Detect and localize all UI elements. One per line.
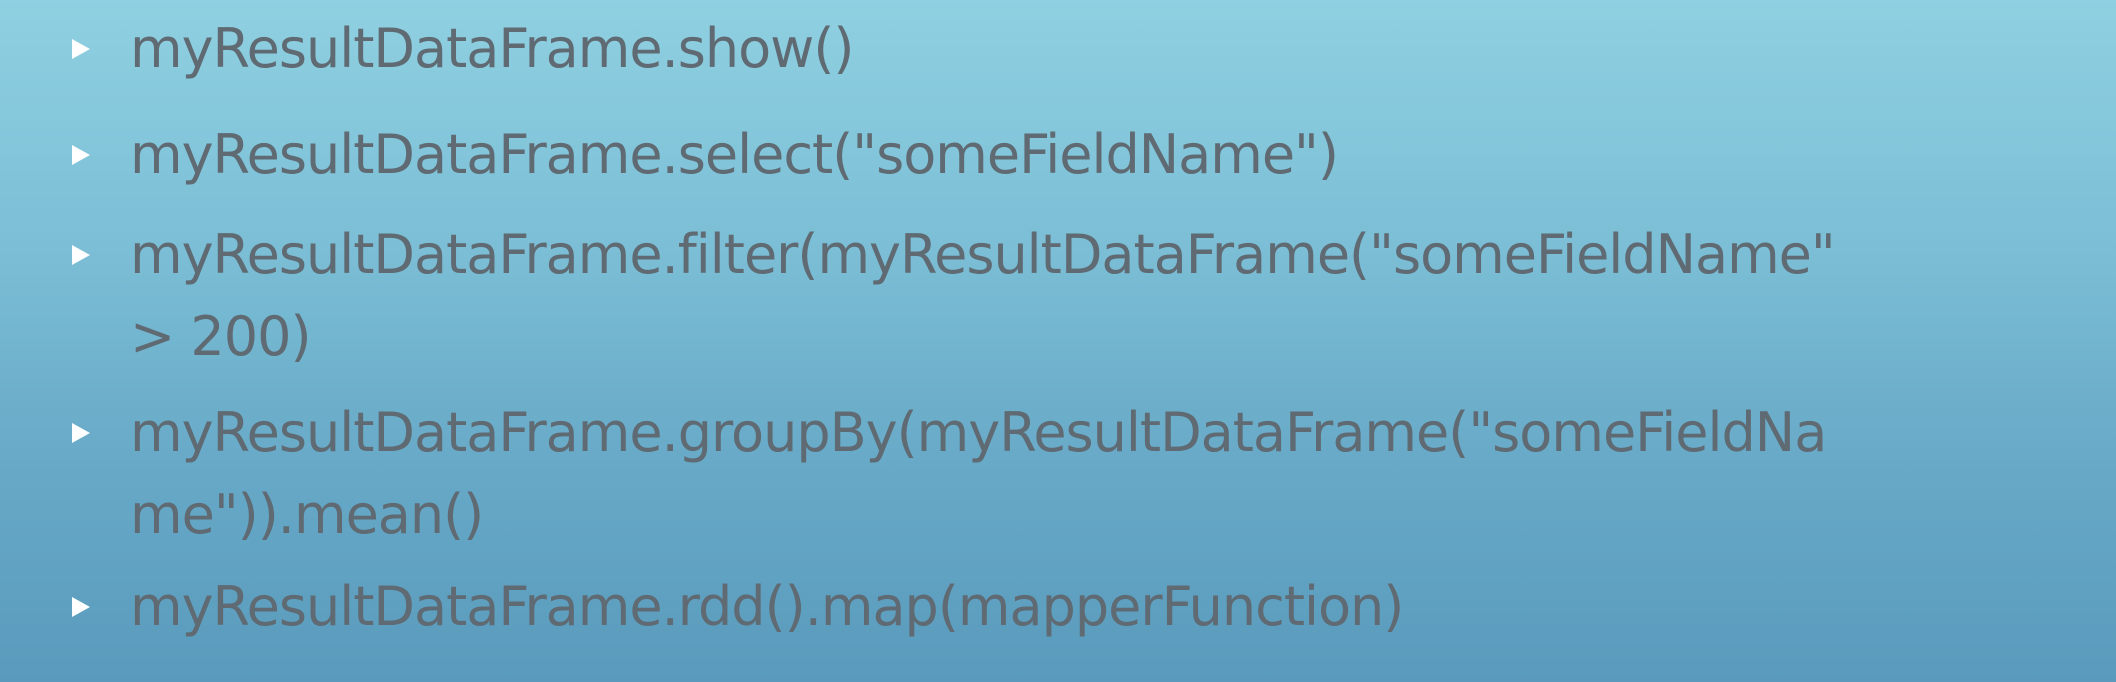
bullet-line: myResultDataFrame.select("someFieldName"… xyxy=(130,123,1339,186)
bullet-text: myResultDataFrame.filter(myResultDataFra… xyxy=(130,214,2030,378)
bullet-line: myResultDataFrame.rdd().map(mapperFuncti… xyxy=(130,575,1404,638)
bullet-line: myResultDataFrame.groupBy(myResultDataFr… xyxy=(130,401,1827,464)
triangle-right-icon xyxy=(72,597,90,617)
bullet-line: myResultDataFrame.show() xyxy=(130,17,854,80)
bullet-text: myResultDataFrame.rdd().map(mapperFuncti… xyxy=(130,566,2030,648)
triangle-right-icon xyxy=(72,39,90,59)
bullet-text: myResultDataFrame.select("someFieldName"… xyxy=(130,114,2030,196)
triangle-right-icon xyxy=(72,423,90,443)
bullet-line: me")).mean() xyxy=(130,483,484,546)
bullet-text: myResultDataFrame.show() xyxy=(130,8,2030,90)
bullet-line: > 200) xyxy=(130,305,312,368)
triangle-right-icon xyxy=(72,145,90,165)
bullet-text: myResultDataFrame.groupBy(myResultDataFr… xyxy=(130,392,2030,556)
triangle-right-icon xyxy=(72,245,90,265)
bullet-line: myResultDataFrame.filter(myResultDataFra… xyxy=(130,223,1836,286)
